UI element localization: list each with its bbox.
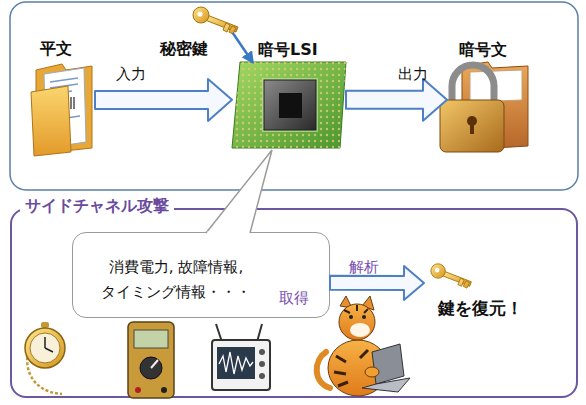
tiger-eye: [349, 315, 353, 319]
multimeter-pointer: [151, 360, 158, 368]
key-hole: [197, 11, 202, 16]
key-bow: [431, 264, 445, 278]
multimeter-terminal: [161, 387, 167, 393]
edge-label: 解析: [349, 257, 379, 277]
tiger-head: [339, 304, 375, 340]
laptop-screen: [372, 344, 404, 384]
pcb-board: [232, 62, 346, 148]
tiger-stripes: [344, 305, 368, 313]
padlock-shackle: [452, 65, 494, 104]
pcb-pads: [232, 62, 346, 148]
chip-shadow: [262, 78, 318, 132]
tiger-muzzle: [350, 323, 370, 337]
key-bow: [193, 7, 209, 23]
key-arrow: [233, 33, 253, 62]
speech-bubble: 消費電力, 故障情報, タイミング情報・・・取得: [72, 232, 330, 318]
key-teeth: [223, 23, 236, 34]
waveform: [219, 352, 253, 374]
chip-die: [279, 93, 302, 118]
tiger-eye: [362, 315, 366, 319]
attack-panel: サイドチャネル攻撃消費電力, 故障情報, タイミング情報・・・取得鍵を復元！: [10, 208, 578, 398]
oscilloscope-knob: [259, 373, 265, 379]
bubble-note: 取得: [279, 288, 309, 308]
multimeter-terminal: [135, 387, 141, 393]
top-panel: [10, 2, 578, 190]
key-teeth: [458, 278, 470, 288]
chip-package: [264, 80, 316, 130]
callout-join: [208, 231, 249, 234]
folder-front: [31, 86, 71, 156]
oscilloscope-knob: [259, 361, 265, 367]
node-label: 暗号文: [459, 40, 507, 60]
oscilloscope-knob: [259, 349, 265, 355]
flow-arrow: [346, 79, 447, 121]
tiger-paw: [365, 367, 379, 377]
node-label: 鍵を復元！: [438, 298, 523, 318]
watch-face: [30, 333, 60, 363]
padlock-body: [440, 100, 504, 152]
recovered-key-icon: [431, 264, 472, 288]
edge-label: 入力: [116, 64, 146, 84]
watch-hands: [45, 337, 53, 352]
node-label: 平文: [40, 39, 72, 59]
node-label: 暗号LSI: [258, 40, 318, 60]
callout-tail: [206, 150, 272, 233]
multimeter-dial: [140, 357, 162, 379]
watch-crown: [41, 322, 49, 328]
oscilloscope-screen: [217, 347, 255, 379]
watch-case: [25, 328, 65, 368]
tiger-stripes: [334, 350, 368, 386]
padlock-keyhole: [470, 122, 474, 134]
oscilloscope-body: [212, 340, 270, 390]
node-label: 秘密鍵: [160, 39, 208, 59]
flow-arrow: [95, 79, 232, 121]
multimeter-display: [134, 330, 168, 348]
key-hole: [435, 268, 440, 273]
laptop-base: [362, 378, 410, 392]
secret-key-icon: [193, 7, 238, 34]
bubble-text: 消費電力, 故障情報, タイミング情報・・・: [76, 255, 276, 305]
panel-heading: サイドチャネル攻撃: [20, 196, 174, 216]
edge-label: 出力: [398, 64, 428, 84]
multimeter-body: [128, 322, 174, 398]
